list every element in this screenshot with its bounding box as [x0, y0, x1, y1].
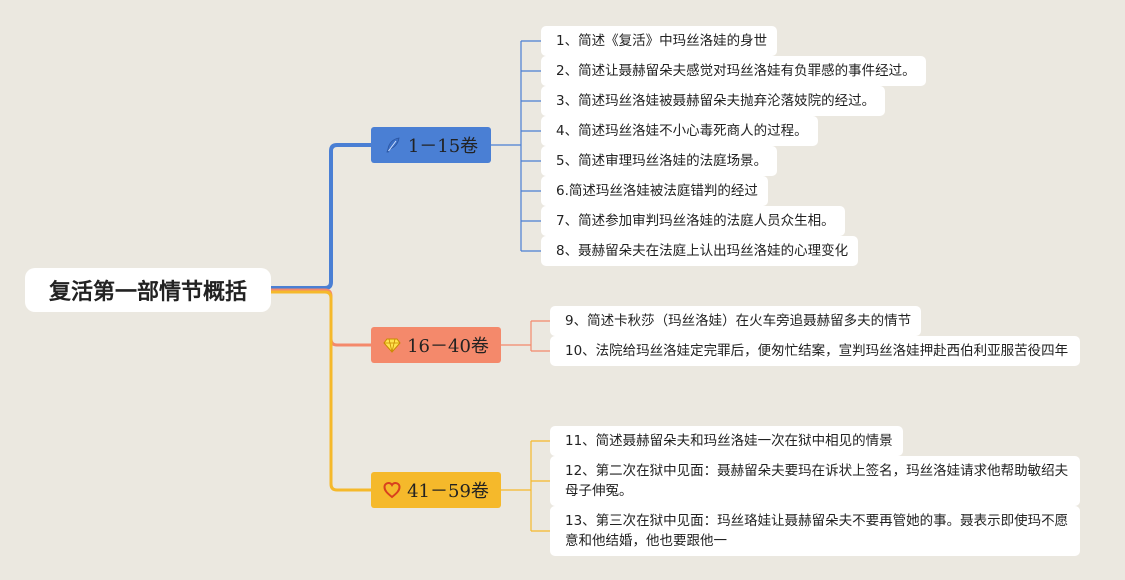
leaf-item-12[interactable]: 12、第二次在狱中见面：聂赫留朵夫要玛在诉状上签名，玛丝洛娃请求他帮助敏绍夫母子… — [550, 456, 1080, 506]
branch-link — [271, 288, 371, 347]
leaf-item-3[interactable]: 3、简述玛丝洛娃被聂赫留朵夫抛弃沦落妓院的经过。 — [541, 86, 886, 116]
branch-link — [271, 143, 371, 290]
branch-label: 41－59卷 — [407, 481, 489, 502]
branch-node-16-40[interactable]: 16－40卷 — [371, 327, 501, 363]
feather-icon — [384, 136, 402, 154]
leaf-item-5[interactable]: 5、简述审理玛丝洛娃的法庭场景。 — [541, 146, 778, 176]
branch-node-1-15[interactable]: 1－15卷 — [371, 127, 491, 163]
root-node[interactable]: 复活第一部情节概括 — [25, 268, 271, 312]
branch-label: 16－40卷 — [407, 336, 489, 357]
leaf-item-11[interactable]: 11、简述聂赫留朵夫和玛丝洛娃一次在狱中相见的情景 — [550, 426, 903, 456]
leaf-item-9[interactable]: 9、简述卡秋莎（玛丝洛娃）在火车旁追聂赫留多夫的情节 — [550, 306, 922, 336]
heart-icon — [383, 481, 401, 499]
leaf-item-6[interactable]: 6.简述玛丝洛娃被法庭错判的经过 — [541, 176, 768, 206]
diamond-icon — [383, 336, 401, 354]
root-label: 复活第一部情节概括 — [48, 280, 247, 305]
leaf-item-10[interactable]: 10、法院给玛丝洛娃定完罪后，便匆忙结案，宣判玛丝洛娃押赴西伯利亚服苦役四年 — [550, 336, 1080, 366]
leaf-item-2[interactable]: 2、简述让聂赫留朵夫感觉对玛丝洛娃有负罪感的事件经过。 — [541, 56, 926, 86]
branch-link — [271, 290, 371, 492]
leaf-item-7[interactable]: 7、简述参加审判玛丝洛娃的法庭人员众生相。 — [541, 206, 845, 236]
branch-node-41-59[interactable]: 41－59卷 — [371, 472, 501, 508]
leaf-item-13[interactable]: 13、第三次在狱中见面：玛丝珞娃让聂赫留朵夫不要再管她的事。聂表示即使玛不愿意和… — [550, 506, 1080, 556]
leaf-item-8[interactable]: 8、聂赫留朵夫在法庭上认出玛丝洛娃的心理变化 — [541, 236, 859, 266]
branch-label: 1－15卷 — [407, 136, 479, 157]
leaf-item-1[interactable]: 1、简述《复活》中玛丝洛娃的身世 — [541, 26, 778, 56]
leaf-item-4[interactable]: 4、简述玛丝洛娃不小心毒死商人的过程。 — [541, 116, 818, 146]
